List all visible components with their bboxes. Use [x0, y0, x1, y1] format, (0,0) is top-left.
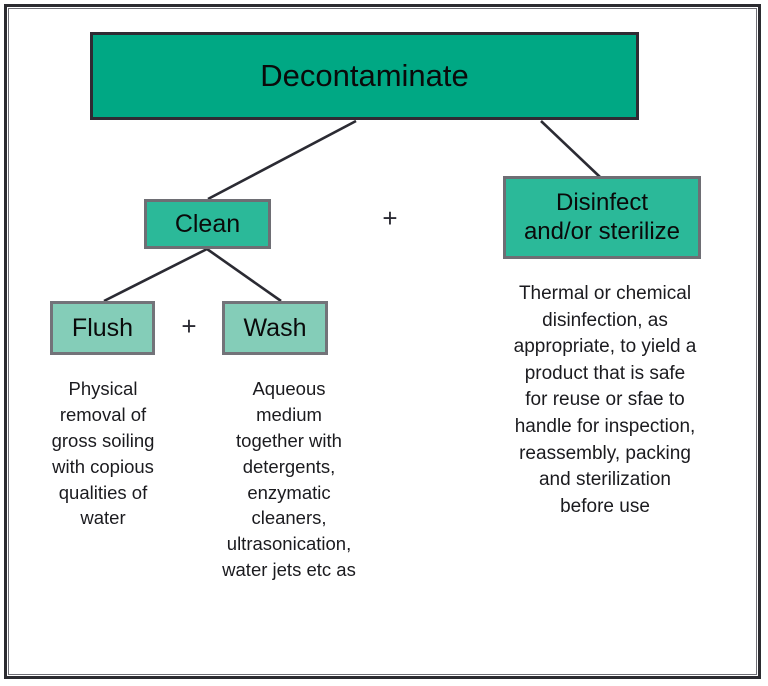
description-flush: Physical removal of gross soiling with c… — [51, 378, 155, 529]
node-disinfect-label-line2: and/or sterilize — [523, 217, 681, 245]
plus-operator-clean-disinfect: + — [382, 203, 398, 233]
node-flush-label: Flush — [71, 314, 134, 342]
description-wash: Aqueous medium together with detergents,… — [222, 378, 356, 581]
node-flush[interactable]: Flush — [50, 301, 155, 355]
node-wash[interactable]: Wash — [222, 301, 328, 355]
node-wash-label: Wash — [243, 314, 307, 342]
node-disinfect[interactable]: Disinfect and/or sterilize — [503, 176, 701, 259]
node-decontaminate-label: Decontaminate — [260, 57, 469, 93]
description-disinfect: Thermal or chemical disinfection, as app… — [513, 283, 697, 517]
node-disinfect-label-line1: Disinfect — [555, 189, 649, 217]
node-clean-label: Clean — [174, 210, 241, 238]
node-decontaminate[interactable]: Decontaminate — [90, 32, 639, 120]
plus-operator-flush-wash: + — [181, 311, 197, 341]
node-clean[interactable]: Clean — [144, 199, 271, 249]
